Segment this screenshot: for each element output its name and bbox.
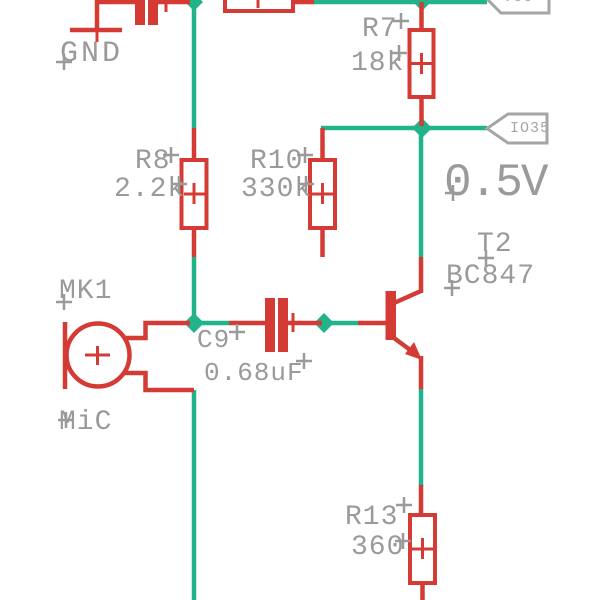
label-r8-ref[interactable]: R8 xyxy=(135,146,171,177)
junction-dot[interactable] xyxy=(184,313,204,333)
label-r13-value[interactable]: 360 xyxy=(351,532,405,563)
vcc-flag-label[interactable]: VCC xyxy=(503,0,533,5)
resistor-r7-body[interactable] xyxy=(407,2,436,126)
resistor-top-body[interactable] xyxy=(223,0,314,13)
label-c9-ref[interactable]: C9 xyxy=(197,325,231,355)
io35-flag-label[interactable]: IO35 xyxy=(510,120,551,137)
transistor-t2-body[interactable] xyxy=(358,257,424,389)
resistor-r8-body[interactable] xyxy=(179,128,209,257)
resistor-r13-body[interactable] xyxy=(408,485,437,600)
origin-cross-markers xyxy=(56,13,494,549)
label-mk1-ref[interactable]: MK1 xyxy=(59,276,113,307)
label-mk1-value[interactable]: MiC xyxy=(59,407,113,438)
junction-dot[interactable] xyxy=(314,313,334,333)
capacitor-top-body[interactable] xyxy=(135,0,190,25)
resistor-r10-body[interactable] xyxy=(308,128,337,257)
voltage-annotation[interactable]: 0.5V xyxy=(444,157,548,209)
label-t2-ref[interactable]: T2 xyxy=(477,229,513,260)
emitter-arrow-icon xyxy=(405,342,422,360)
gnd-label[interactable]: GND xyxy=(60,37,124,71)
label-r10-ref[interactable]: R10 xyxy=(250,146,304,177)
label-r10-value[interactable]: 330k xyxy=(241,174,313,205)
label-r7-ref[interactable]: R7 xyxy=(362,14,398,45)
capacitor-c9-body[interactable] xyxy=(229,298,322,352)
label-r7-value[interactable]: 18k xyxy=(351,48,405,79)
label-c9-value[interactable]: 0.68uF xyxy=(204,358,304,388)
label-r13-ref[interactable]: R13 xyxy=(345,502,399,533)
microphone-mk1-body[interactable] xyxy=(62,320,194,393)
label-r8-value[interactable]: 2.2k xyxy=(114,174,186,205)
vcc-flag[interactable] xyxy=(485,0,551,15)
label-t2-value[interactable]: BC847 xyxy=(446,261,536,292)
io35-flag[interactable] xyxy=(484,112,549,145)
gnd-symbol[interactable] xyxy=(70,0,122,42)
junction-dot[interactable] xyxy=(412,118,432,138)
